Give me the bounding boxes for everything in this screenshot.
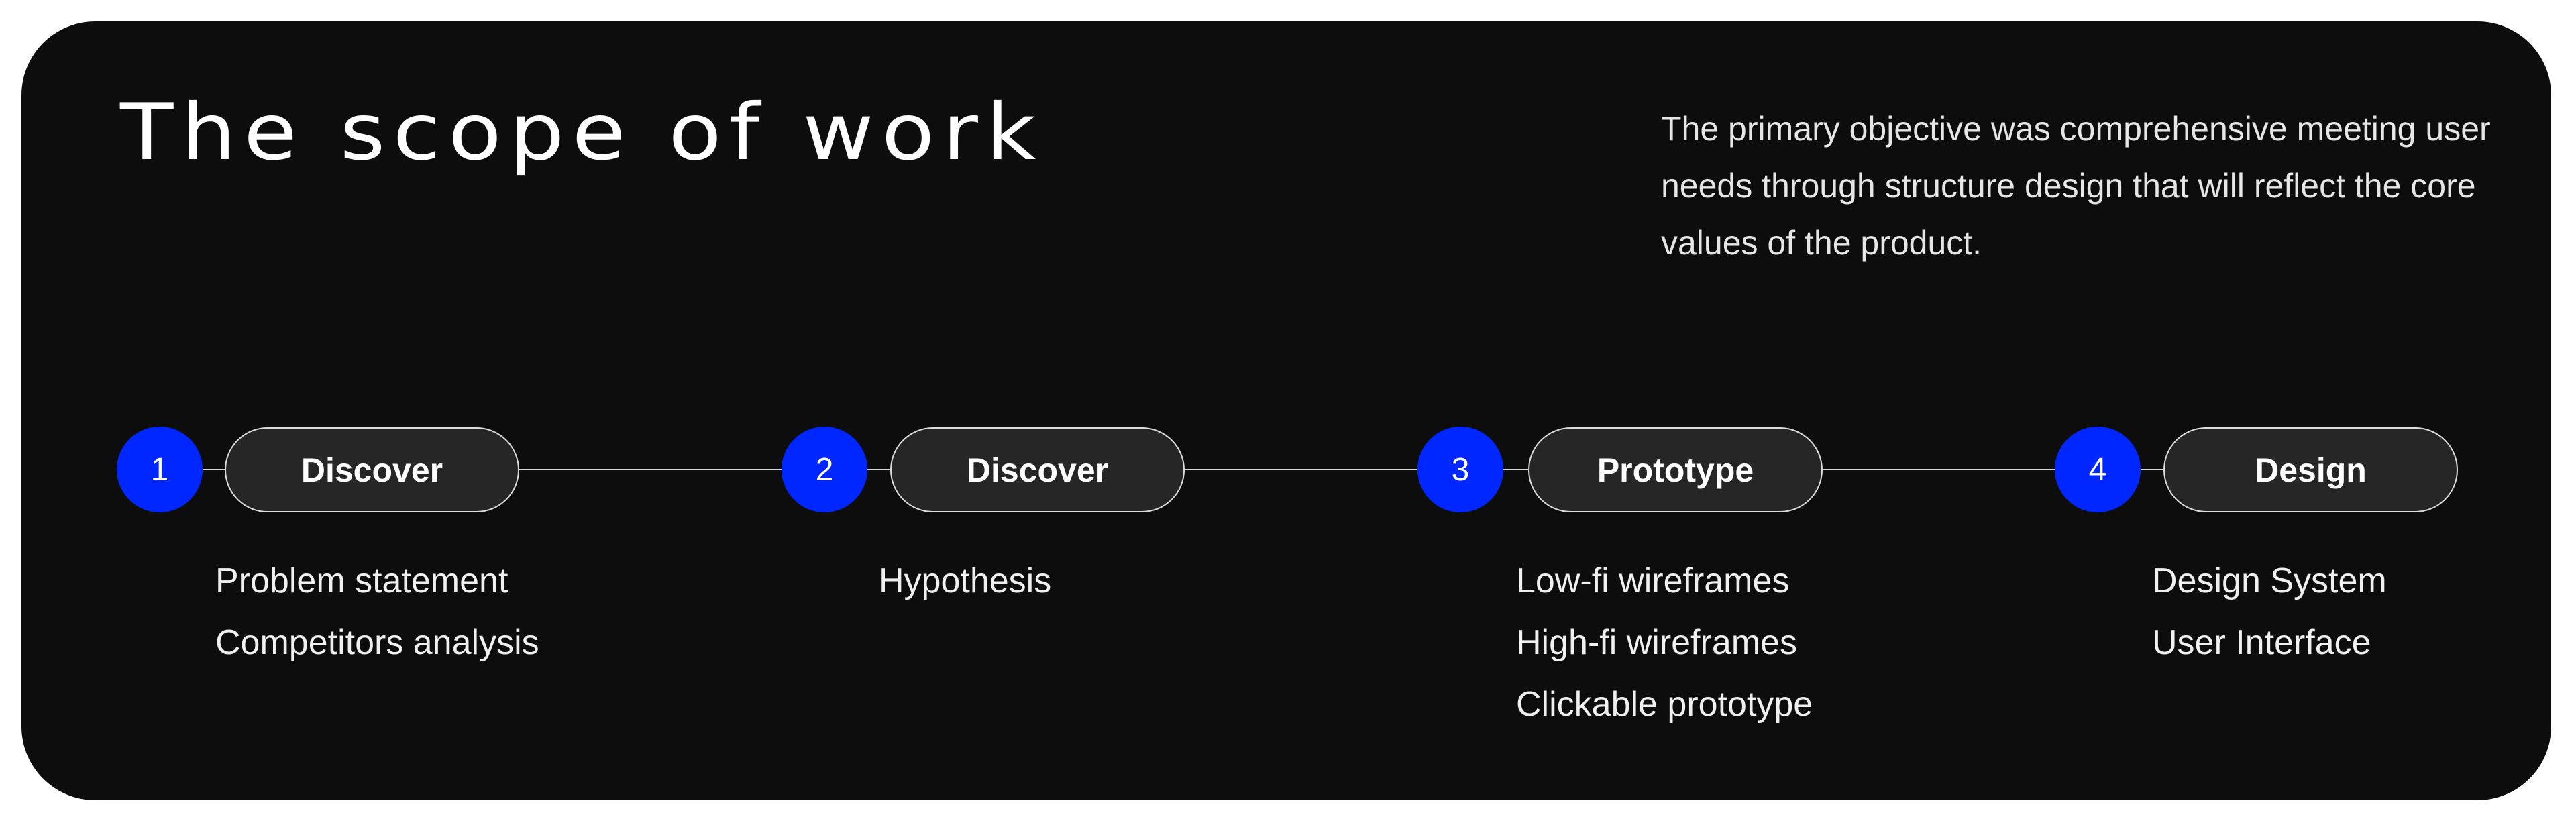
page-title: The scope of work (120, 87, 1044, 178)
step-number-2: 2 (782, 427, 867, 512)
list-item: User Interface (2152, 623, 2371, 662)
step-number-4: 4 (2055, 427, 2141, 512)
list-item: Problem statement (215, 561, 508, 600)
step-items-3: Low-fi wireframes High-fi wireframes Cli… (1516, 550, 1813, 735)
list-item: Competitors analysis (215, 623, 539, 662)
step-pill-2: Discover (890, 427, 1185, 512)
step-pill-1: Discover (225, 427, 519, 512)
list-item: Design System (2152, 561, 2387, 600)
step-items-1: Problem statement Competitors analysis (215, 550, 539, 673)
list-item: Hypothesis (879, 561, 1052, 600)
description: The primary objective was comprehensive … (1661, 110, 2491, 262)
list-item: High-fi wireframes (1516, 623, 1797, 662)
step-pill-3: Prototype (1528, 427, 1823, 512)
step-items-2: Hypothesis (879, 550, 1051, 612)
scope-card (21, 21, 2551, 800)
step-number-3: 3 (1417, 427, 1503, 512)
step-number-1: 1 (117, 427, 203, 512)
list-item: Clickable prototype (1516, 685, 1813, 724)
step-items-4: Design System User Interface (2152, 550, 2387, 673)
list-item: Low-fi wireframes (1516, 561, 1790, 600)
step-pill-4: Design (2163, 427, 2458, 512)
